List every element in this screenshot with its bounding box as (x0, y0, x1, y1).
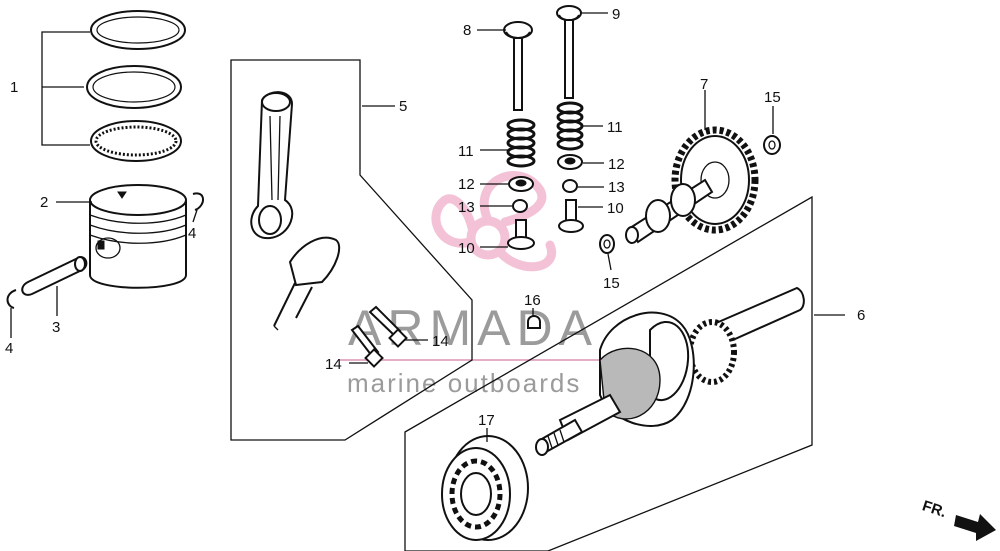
propeller-icon (431, 171, 556, 272)
front-direction-marker: FR. (920, 497, 996, 541)
callout-1: 1 (10, 79, 18, 96)
callout-10a: 10 (458, 240, 475, 257)
camshaft-washer-top (763, 135, 781, 155)
callout-7: 7 (700, 76, 708, 93)
conrod-group-outline (230, 59, 473, 441)
exhaust-valve (556, 5, 582, 99)
callout-2: 2 (40, 194, 48, 211)
callout-12a: 12 (458, 176, 475, 193)
callout-1-leader (41, 31, 90, 146)
crankshaft (535, 286, 805, 456)
woodruff-key (527, 315, 541, 329)
watermark: ARMADA marine outboards (340, 171, 650, 398)
callout-15b: 15 (603, 275, 620, 292)
callout-17: 17 (478, 412, 495, 429)
callout-15b-leader (607, 253, 612, 271)
piston (89, 184, 187, 289)
connecting-rod (250, 91, 294, 240)
valve-cotter-right (562, 179, 578, 193)
intake-valve (503, 21, 533, 111)
piston-rings (86, 10, 186, 162)
callout-9: 9 (612, 6, 620, 23)
ball-bearing (441, 435, 529, 541)
callout-11a: 11 (458, 143, 474, 160)
callout-5: 5 (399, 98, 407, 115)
watermark-tagline: marine outboards (347, 368, 581, 398)
pin-clip-right (192, 192, 204, 211)
valve-spring-right (556, 101, 584, 151)
callout-8: 8 (463, 22, 471, 39)
tappet-left (507, 219, 535, 250)
camshaft (625, 126, 759, 244)
conrod-bolt-upper (368, 305, 408, 348)
front-label: FR. (920, 497, 948, 521)
valve-retainer-left (508, 176, 534, 192)
callout-14a: 14 (432, 333, 449, 350)
valve-cotter-left (512, 199, 528, 213)
crankshaft-group-outline (404, 195, 813, 551)
callout-4a: 4 (188, 225, 196, 242)
callout-4b: 4 (5, 340, 13, 357)
tappet-right (558, 199, 584, 233)
callout-15a: 15 (764, 89, 781, 106)
arrow-right-icon (954, 514, 996, 541)
callout-14b: 14 (325, 356, 342, 373)
callout-12b: 12 (608, 156, 625, 173)
conrod-bolt-lower (350, 324, 384, 368)
callout-13a: 13 (458, 199, 475, 216)
callout-13b: 13 (608, 179, 625, 196)
callout-6: 6 (857, 307, 865, 324)
piston-pin (21, 256, 88, 296)
conrod-cap (273, 236, 341, 331)
valve-spring-left (506, 118, 536, 168)
valve-retainer-right (557, 154, 583, 170)
callout-11b: 11 (607, 119, 623, 136)
pin-clip-left (6, 289, 17, 309)
callout-3: 3 (52, 319, 60, 336)
callout-16: 16 (524, 292, 541, 309)
callout-4a-leader (192, 209, 198, 223)
callout-10b: 10 (607, 200, 624, 217)
camshaft-washer-bottom (599, 234, 615, 254)
